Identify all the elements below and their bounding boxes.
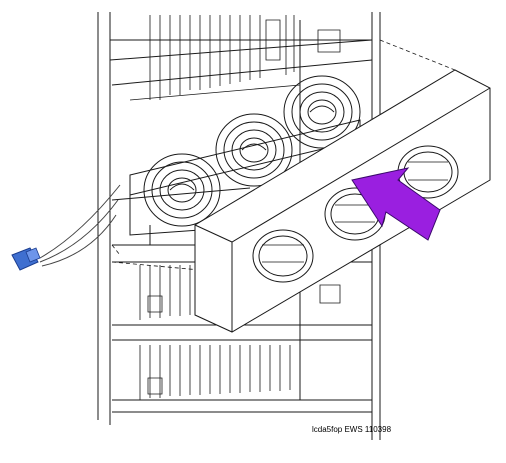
cabinet-frame xyxy=(98,12,380,440)
fan-right xyxy=(284,76,360,148)
insert-arrow-icon xyxy=(352,168,440,240)
fan-cover-panel xyxy=(195,70,490,332)
fan-assembly xyxy=(144,76,360,226)
fan-left xyxy=(144,154,220,226)
cable-connector-icon xyxy=(12,185,120,270)
card-slots-lower xyxy=(140,265,340,400)
fan-middle xyxy=(216,114,292,186)
figure-caption: lcda5fop EWS 110398 xyxy=(312,425,392,434)
card-slots-upper xyxy=(130,15,340,100)
